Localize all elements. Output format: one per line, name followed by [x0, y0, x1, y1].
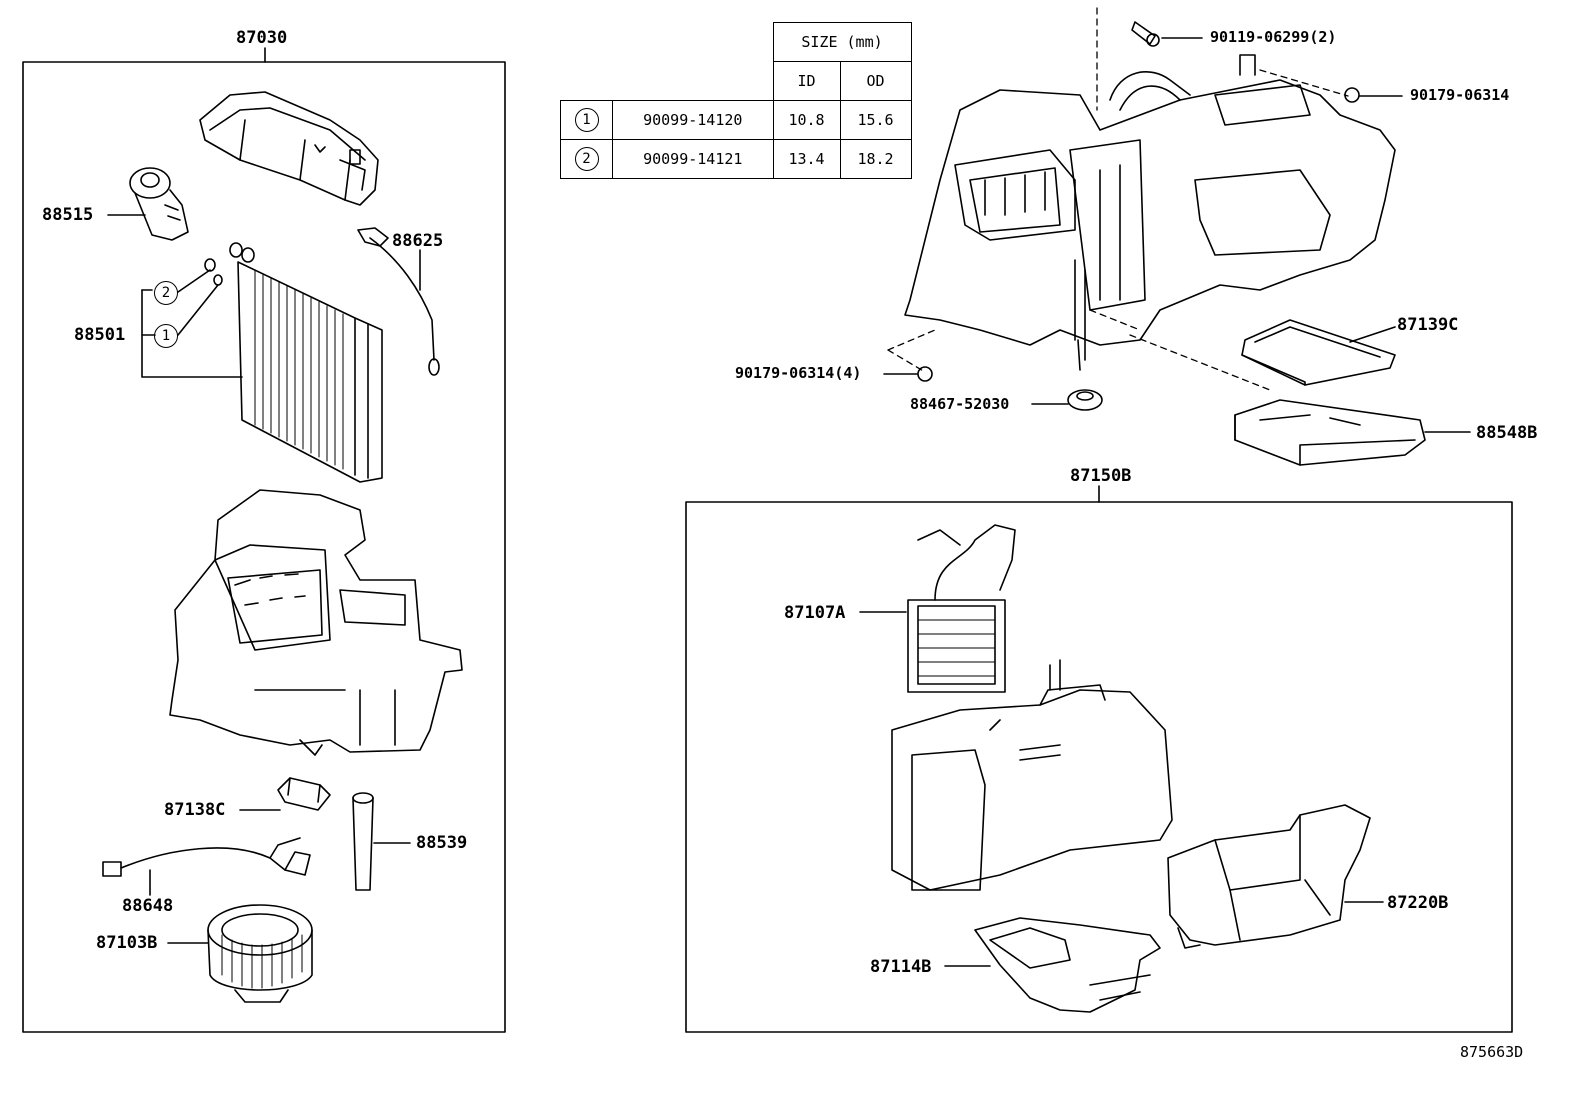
- label-88515[interactable]: 88515: [42, 205, 94, 225]
- mode-unit-87220B-drawing: [1167, 804, 1384, 949]
- row-od: 15.6: [839, 100, 912, 140]
- label-88648[interactable]: 88648: [122, 896, 174, 916]
- label-87103B[interactable]: 87103B: [96, 933, 158, 953]
- harness-88648-drawing: [102, 837, 311, 896]
- callout-2: 2: [154, 281, 178, 305]
- label-88548B[interactable]: 88548B: [1476, 423, 1538, 443]
- label-88539[interactable]: 88539: [416, 833, 468, 853]
- filter-87139C-drawing: [1241, 319, 1396, 386]
- full-ac-unit-drawing: [904, 54, 1396, 371]
- heater-case-drawing: [891, 659, 1173, 891]
- clip-90179-x4-drawing: [883, 366, 933, 382]
- duct-87114B-drawing: [944, 917, 1161, 1013]
- label-90179-06314-x4[interactable]: 90179-06314(4): [735, 364, 862, 382]
- size-header: SIZE (mm): [772, 22, 912, 62]
- callout-1: 1: [154, 324, 178, 348]
- table-row: 2 90099-14121 13.4 18.2: [560, 139, 912, 179]
- label-87107A[interactable]: 87107A: [784, 603, 846, 623]
- label-90179-06314[interactable]: 90179-06314: [1410, 86, 1510, 104]
- row-mark: 1: [574, 108, 599, 132]
- grommet-88467-drawing: [1031, 389, 1103, 411]
- row-part: 90099-14120: [612, 100, 774, 140]
- label-90119-06299[interactable]: 90119-06299(2): [1210, 28, 1337, 46]
- blower-unit-drawing: [169, 489, 463, 756]
- pipe-88539-drawing: [352, 792, 411, 891]
- filter-case-88548B-drawing: [1234, 399, 1471, 466]
- row-id: 13.4: [772, 139, 841, 179]
- screw-90119-drawing: [1131, 21, 1203, 47]
- group-frame-87150B: [685, 501, 1513, 1033]
- heater-core-87107A-drawing: [859, 524, 1016, 693]
- row-od: 18.2: [839, 139, 912, 179]
- evaporator-88501-drawing: [141, 242, 383, 483]
- blower-motor-87103B-drawing: [167, 904, 313, 1003]
- label-88467-52030[interactable]: 88467-52030: [910, 395, 1010, 413]
- row-part: 90099-14121: [612, 139, 774, 179]
- label-87150B[interactable]: 87150B: [1070, 466, 1132, 486]
- diagram-id: 875663D: [1460, 1043, 1524, 1061]
- resistor-87138C-drawing: [239, 777, 331, 811]
- label-87139C[interactable]: 87139C: [1397, 315, 1459, 335]
- table-row: 1 90099-14120 10.8 15.6: [560, 100, 912, 140]
- size-table: SIZE (mm) ID OD 1 90099-14120 10.8 15.6 …: [560, 22, 912, 179]
- row-mark: 2: [574, 147, 599, 171]
- col-od-header: OD: [839, 61, 912, 101]
- col-id-header: ID: [772, 61, 841, 101]
- label-87138C[interactable]: 87138C: [164, 800, 226, 820]
- group-frame-87030: [22, 61, 506, 1033]
- label-87030[interactable]: 87030: [236, 28, 288, 48]
- thermistor-88625-drawing: [357, 227, 440, 376]
- label-87114B[interactable]: 87114B: [870, 957, 932, 977]
- label-88501[interactable]: 88501: [74, 325, 126, 345]
- label-88625[interactable]: 88625: [392, 231, 444, 251]
- upper-case-duct-drawing: [199, 91, 379, 206]
- label-87220B[interactable]: 87220B: [1387, 893, 1449, 913]
- sensor-88515-drawing: [107, 167, 189, 241]
- row-id: 10.8: [772, 100, 841, 140]
- clip-90179-drawing: [1344, 87, 1403, 103]
